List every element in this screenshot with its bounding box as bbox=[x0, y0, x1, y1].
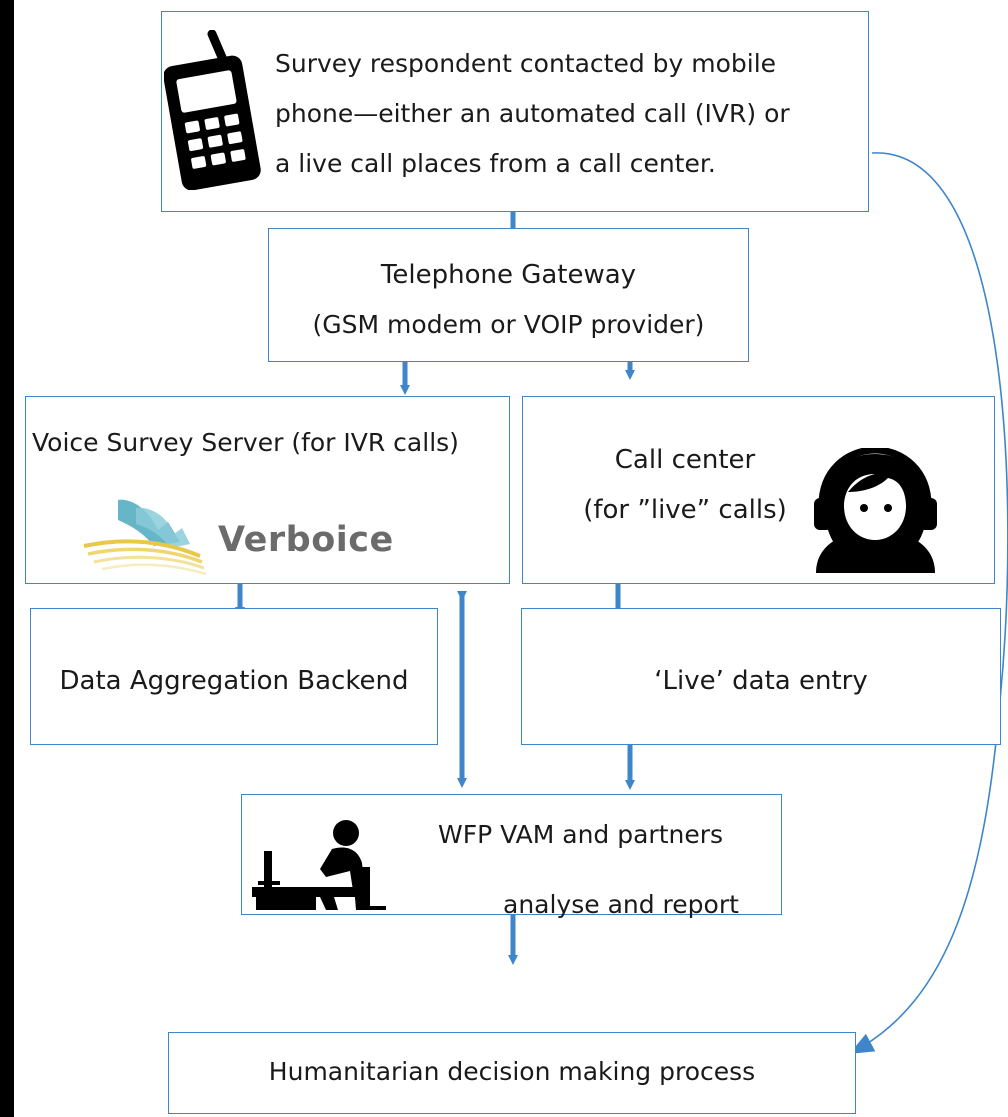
decision-label: Humanitarian decision making process bbox=[268, 1057, 756, 1086]
voice-server-title: Voice Survey Server (for IVR calls) bbox=[32, 428, 459, 457]
headset-operator-icon bbox=[814, 448, 937, 573]
gateway-line-2: (GSM modem or VOIP provider) bbox=[312, 310, 705, 339]
gateway-box bbox=[268, 228, 749, 362]
respondent-line-3: a live call places from a call center. bbox=[275, 149, 716, 178]
desk-worker-icon bbox=[252, 820, 386, 910]
verboice-logo bbox=[83, 499, 207, 575]
live-entry-box bbox=[521, 608, 1001, 745]
wfp-line-2: analyse and report bbox=[503, 890, 739, 919]
call-center-line-2: (for ”live” calls) bbox=[583, 495, 787, 525]
verboice-logo-text: Verboice bbox=[218, 520, 394, 560]
wfp-line-1: WFP VAM and partners bbox=[438, 820, 724, 849]
decision-box bbox=[168, 1032, 856, 1114]
live-entry-label: ‘Live’ data entry bbox=[654, 666, 868, 696]
respondent-line-2: phone—either an automated call (IVR) or bbox=[275, 99, 790, 128]
mobile-phone-icon bbox=[164, 30, 261, 190]
gateway-line-1: Telephone Gateway bbox=[380, 260, 637, 290]
backend-box bbox=[30, 608, 438, 745]
arrow-respondent-decision bbox=[849, 152, 1008, 1054]
call-center-line-1: Call center bbox=[614, 445, 756, 475]
respondent-box bbox=[161, 11, 869, 212]
backend-label: Data Aggregation Backend bbox=[59, 666, 409, 696]
respondent-line-1: Survey respondent contacted by mobile bbox=[275, 49, 777, 78]
